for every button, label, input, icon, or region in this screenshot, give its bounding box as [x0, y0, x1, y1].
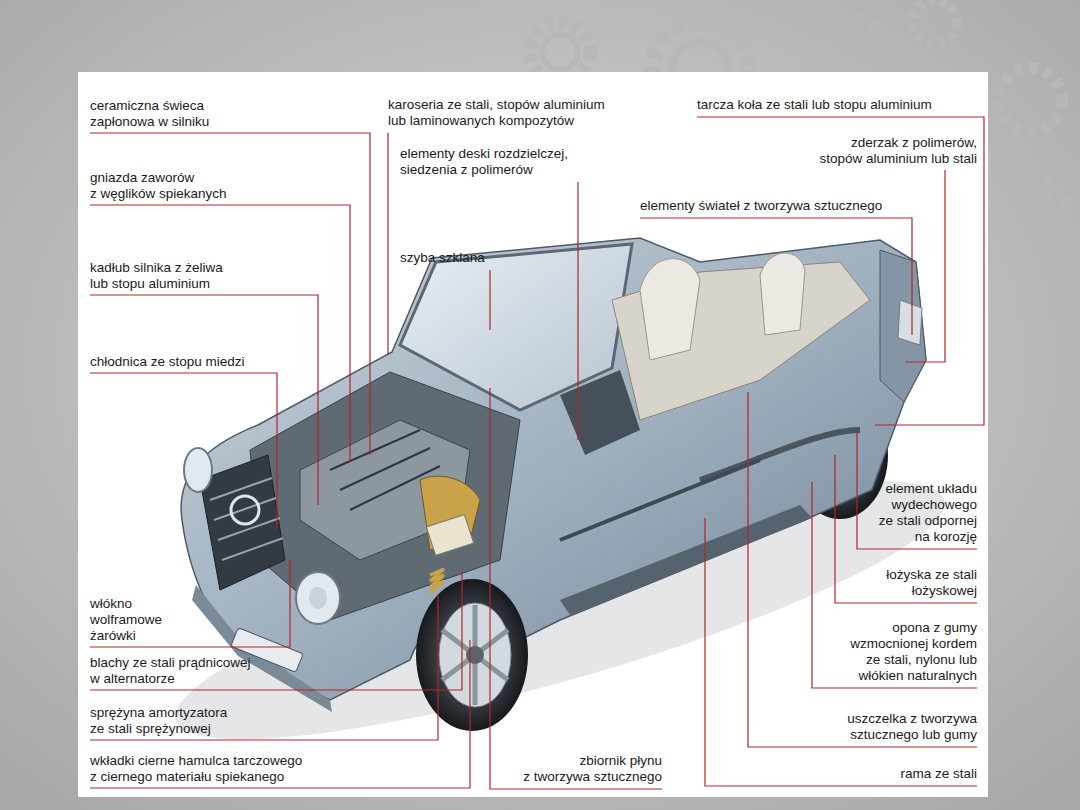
label-line: włókno [90, 596, 162, 612]
part-label: elementy świateł z tworzywa sztucznego [640, 198, 882, 214]
label-line: z węglików spiekanych [90, 186, 227, 202]
leader-line [748, 392, 977, 747]
label-line: zderzak z polimerów, [819, 135, 977, 151]
label-line: ze stali, nylonu lub [850, 652, 977, 668]
part-label: włókno wolframowe żarówki [90, 596, 162, 644]
leader-line [90, 572, 462, 690]
label-line: sztucznego lub gumy [847, 727, 977, 743]
label-line: ceramiczna świeca [90, 98, 209, 114]
leader-line [90, 560, 290, 647]
label-line: lub stopu aluminium [90, 276, 223, 292]
label-line: siedzenia z polimerów [400, 162, 568, 178]
label-line: stopów aluminium lub stali [819, 151, 977, 167]
leader-line [90, 133, 370, 455]
label-line: blachy ze stali prądnicowej [90, 655, 251, 671]
label-line: elementy świateł z tworzywa sztucznego [640, 198, 882, 214]
label-line: żarówki [90, 628, 162, 644]
leader-line [835, 455, 977, 603]
leader-line [90, 595, 438, 740]
label-line: z tworzywa sztucznego [523, 769, 662, 785]
label-line: kadłub silnika z żeliwa [90, 260, 223, 276]
leader-line [577, 182, 578, 440]
leader-line [857, 432, 977, 549]
part-label: szyba szklana [400, 250, 485, 266]
leader-line [490, 388, 662, 789]
leader-line [90, 640, 470, 788]
label-line: wkładki cierne hamulca tarczowego [90, 753, 302, 769]
label-line: ze stali odpornej [879, 513, 977, 529]
leader-line [905, 170, 945, 362]
label-line: elementy deski rozdzielczej, [400, 146, 568, 162]
label-line: ze stali sprężynowej [90, 721, 227, 737]
part-label: wkładki cierne hamulca tarczowego z cier… [90, 753, 302, 785]
part-label: sprężyna amortyzatora ze stali sprężynow… [90, 705, 227, 737]
part-label: opona z gumy wzmocnionej kordem ze stali… [850, 620, 977, 684]
leader-line [640, 218, 912, 335]
leader-line [90, 373, 277, 528]
label-line: z ciernego materiału spiekanego [90, 769, 302, 785]
label-line: szyba szklana [400, 250, 485, 266]
label-line: zapłonowa w silniku [90, 114, 209, 130]
part-label: elementy deski rozdzielczej, siedzenia z… [400, 146, 568, 178]
label-line: sprężyna amortyzatora [90, 705, 227, 721]
leader-line [705, 518, 977, 786]
label-line: w alternatorze [90, 671, 251, 687]
part-label: element układu wydechowego ze stali odpo… [879, 481, 977, 545]
part-label: zderzak z polimerów, stopów aluminium lu… [819, 135, 977, 167]
label-line: wydechowego [879, 497, 977, 513]
label-line: karoseria ze stali, stopów aluminium [388, 97, 605, 113]
label-line: chłodnica ze stopu miedzi [90, 354, 245, 370]
part-label: chłodnica ze stopu miedzi [90, 354, 245, 370]
label-line: gniazda zaworów [90, 170, 227, 186]
label-line: lub laminowanych kompozytów [388, 113, 605, 129]
part-label: rama ze stali [900, 766, 977, 782]
leader-line [812, 482, 977, 688]
leader-line [387, 133, 388, 355]
part-label: uszczelka z tworzywa sztucznego lub gumy [847, 711, 977, 743]
label-line: łożyskowej [886, 583, 977, 599]
part-label: blachy ze stali prądnicowej w alternator… [90, 655, 251, 687]
label-line: wzmocnionej kordem [850, 636, 977, 652]
label-line: zbiornik płynu [523, 753, 662, 769]
label-line: element układu [879, 481, 977, 497]
part-label: tarcza koła ze stali lub stopu aluminium [697, 97, 932, 113]
label-line: tarcza koła ze stali lub stopu aluminium [697, 97, 932, 113]
leader-line [90, 295, 318, 505]
part-label: ceramiczna świeca zapłonowa w silniku [90, 98, 209, 130]
part-label: gniazda zaworów z węglików spiekanych [90, 170, 227, 202]
label-line: włókien naturalnych [850, 668, 977, 684]
leader-line [489, 270, 490, 330]
label-line: łożyska ze stali [886, 567, 977, 583]
label-line: rama ze stali [900, 766, 977, 782]
part-label: karoseria ze stali, stopów aluminium lub… [388, 97, 605, 129]
part-label: kadłub silnika z żeliwa lub stopu alumin… [90, 260, 223, 292]
label-line: uszczelka z tworzywa [847, 711, 977, 727]
leader-line [697, 117, 984, 425]
leader-line [90, 205, 350, 462]
label-line: wolframowe [90, 612, 162, 628]
label-line: opona z gumy [850, 620, 977, 636]
part-label: łożyska ze stali łożyskowej [886, 567, 977, 599]
part-label: zbiornik płynu z tworzywa sztucznego [523, 753, 662, 785]
label-line: na korozję [879, 529, 977, 545]
